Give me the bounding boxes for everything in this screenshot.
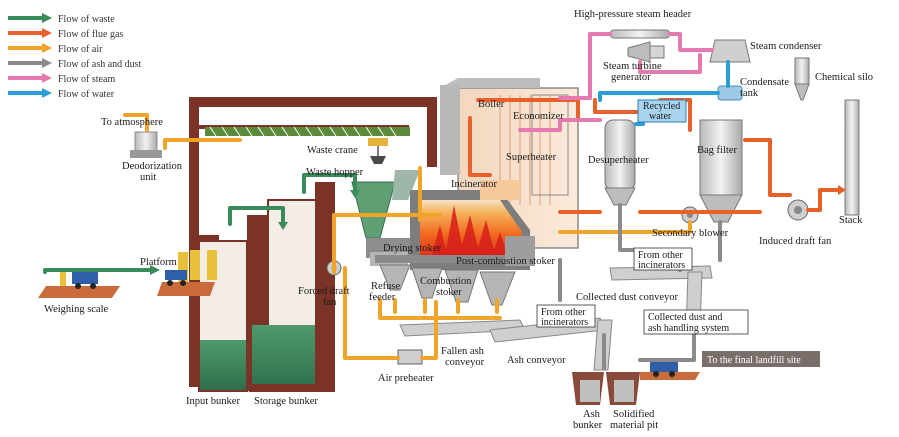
steam-header [609, 29, 671, 39]
label-weighing-scale: Weighing scale [44, 304, 109, 315]
legend-item-air: Flow of air [8, 43, 103, 55]
label-superheater: Superheater [506, 152, 557, 163]
flow-steam [518, 32, 714, 132]
label-bag-filter: Bag filter [697, 145, 737, 156]
label-incinerator: Incinerator [451, 179, 498, 190]
ash-bunker [572, 372, 604, 405]
legend-item-waste: Flow of waste [8, 13, 115, 25]
stoker-hoppers [375, 236, 535, 306]
label-combustion-stoker-line2: stoker [436, 287, 462, 298]
crane-rail [205, 126, 410, 137]
legend-item-ash: Flow of ash and dust [8, 58, 142, 70]
label-to-final-landfill: To the final landfill site [707, 355, 801, 366]
induced-draft-fan [787, 199, 809, 221]
label-forced-draft-fan-line2: fan [323, 297, 337, 308]
label-refuse-feeder-line2: feeder [369, 292, 396, 303]
label-input-bunker: Input bunker [186, 396, 240, 407]
waste-hopper [351, 170, 420, 239]
waste-crane [368, 138, 388, 164]
legend-label-water: Flow of water [58, 89, 115, 100]
label-recycled-water-line2: water [649, 111, 672, 122]
label-desuperheater: Desuperheater [588, 155, 649, 166]
label-condensate-line2: tank [740, 88, 759, 99]
label-induced-draft-fan: Induced draft fan [759, 236, 832, 247]
legend-item-flue-gas: Flow of flue gas [8, 28, 123, 40]
label-collected-dust-ash-line1: Collected dust and [648, 312, 722, 323]
label-waste-crane: Waste crane [307, 145, 358, 156]
storage-bunker [247, 182, 335, 392]
label-ash-bunker-line2: bunker [573, 420, 603, 431]
label-stack: Stack [839, 215, 863, 226]
label-recycled-water-line1: Recycled [643, 101, 680, 112]
label-ash-bunker-line1: Ash [583, 409, 601, 420]
flow-air [123, 113, 692, 360]
weighing-scale [38, 268, 120, 298]
label-from-other-2-line2: incinerators [541, 317, 588, 328]
label-steam-condenser: Steam condenser [750, 41, 822, 52]
label-steam-turbine-line2: generator [611, 72, 651, 83]
label-chemical-silo: Chemical silo [815, 72, 873, 83]
flow-waste [43, 173, 360, 275]
label-deodorization-line1: Deodorization [122, 161, 183, 172]
legend-label-air: Flow of air [58, 44, 103, 55]
label-solidified-line2: material pit [610, 420, 658, 431]
steam-condenser [709, 39, 751, 63]
collected-dust-ash-box: Collected dust and ash handling system [643, 309, 749, 335]
truck-landfill [650, 360, 678, 377]
label-ash-conveyor: Ash conveyor [507, 355, 566, 366]
label-fallen-ash-line2: conveyor [445, 357, 485, 368]
chemical-silo [794, 57, 810, 101]
legend-label-flue-gas: Flow of flue gas [58, 29, 123, 40]
label-high-pressure-steam-header: High-pressure steam header [574, 9, 692, 20]
label-boiler: Boiler [478, 99, 505, 110]
recycled-water-box: Recycled water [637, 99, 687, 123]
air-preheater [397, 349, 423, 365]
label-solidified-line1: Solidified [613, 409, 655, 420]
label-steam-turbine-line1: Steam turbine [603, 61, 662, 72]
from-other-incinerators-box-1: From other incinerators [633, 247, 693, 271]
solidified-material-pit [606, 372, 700, 405]
label-drying-stoker: Drying stoker [383, 243, 442, 254]
condensate-tank [717, 85, 743, 101]
label-collected-dust-conveyor: Collected dust conveyor [576, 292, 679, 303]
label-economizer: Economizer [513, 111, 564, 122]
deodorization-unit [130, 131, 162, 158]
label-from-other-1-line1: From other [638, 250, 683, 261]
desuperheater [604, 119, 636, 206]
steam-turbine-generator [627, 41, 665, 63]
label-refuse-feeder-line1: Refuse [371, 281, 400, 292]
label-from-other-1-line2: incinerators [638, 260, 685, 271]
label-combustion-stoker-line1: Combustion [420, 276, 472, 287]
label-post-combustion-stoker: Post-combustion stoker [456, 256, 555, 267]
stack [844, 99, 860, 216]
legend-item-steam: Flow of steam [8, 73, 115, 85]
label-storage-bunker: Storage bunker [254, 396, 318, 407]
incinerator-furnace [410, 180, 530, 270]
legend-label-steam: Flow of steam [58, 74, 115, 85]
truck-platform [165, 270, 187, 286]
label-forced-draft-fan-line1: Forced draft [298, 286, 350, 297]
bag-filter [699, 119, 743, 223]
label-from-other-2-line1: From other [541, 307, 586, 318]
legend-label-waste: Flow of waste [58, 14, 115, 25]
legend-label-ash: Flow of ash and dust [58, 59, 142, 70]
label-fallen-ash-line1: Fallen ash [441, 346, 485, 357]
to-final-landfill-box: To the final landfill site [702, 351, 820, 367]
from-other-incinerators-box-2: From other incinerators [536, 304, 596, 328]
legend-item-water: Flow of water [8, 88, 115, 100]
label-waste-hopper: Waste hopper [306, 167, 364, 178]
label-deodorization-line2: unit [140, 172, 156, 183]
label-condensate-line1: Condensate [740, 77, 789, 88]
legend: Flow of waste Flow of flue gas Flow of a… [8, 13, 142, 100]
flow-ash [558, 203, 722, 370]
label-secondary-blower: Secondary blower [652, 228, 729, 239]
label-collected-dust-ash-line2: ash handling system [648, 323, 729, 334]
label-to-atmosphere: To atmosphere [101, 117, 163, 128]
input-bunker [198, 240, 248, 392]
label-platform: Platform [140, 257, 177, 268]
label-air-preheater: Air preheater [378, 373, 434, 384]
